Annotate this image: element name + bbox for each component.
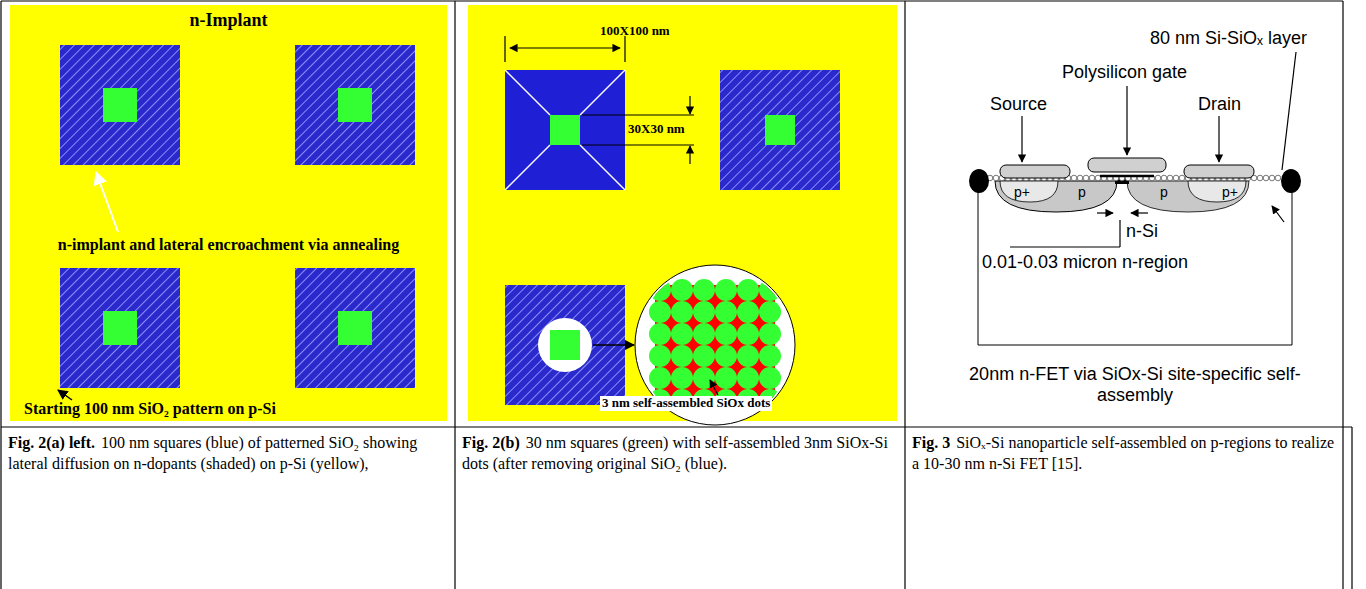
dimension-label: 0.01-0.03 micron n-region [982,252,1188,273]
dimension-label: 30X30 nm [628,122,685,137]
part-label: Polysilicon gate [1062,62,1187,83]
part-label: Drain [1198,94,1241,115]
annotation: Starting 100 nm SiO₂ pattern on p-Si [24,400,276,418]
caption-cell: Fig. 2(b)30 nm squares (green) with self… [462,433,898,475]
caption-cell: Fig. 3SiOₓ-Si nanoparticle self-assemble… [912,433,1336,475]
part-label: Source [990,94,1047,115]
layer-label: 80 nm Si-SiOₓ layer [1150,28,1307,49]
region-label: n-Si [1126,221,1158,242]
dimension-label: 100X100 nm [600,24,670,39]
doping-label: p+ [1014,184,1030,200]
doping-label: p [1160,184,1168,200]
panel-heading: n-Implant [20,10,437,31]
doping-label: p+ [1222,184,1238,200]
annotation: 3 nm self-assembled SiOx dots [600,396,772,411]
caption-cell: Fig. 2(a) left.100 nm squares (blue) of … [8,433,448,475]
figure-number: Fig. 2(b) [462,434,520,451]
doping-label: p [1078,184,1086,200]
caption-text: SiOₓ-Si nanoparticle self-assembled on p… [912,434,1334,472]
panel-self-assembly [468,5,897,425]
figure-number: Fig. 2(a) left. [8,434,95,451]
fet-cross-section [969,52,1301,345]
caption-text: 30 nm squares (green) with self-assemble… [462,434,888,472]
annotation: n-implant and lateral encroachment via a… [14,236,443,254]
panel-implant [10,5,447,421]
figure-title: 20nm n-FET via SiOx-Si site-specific sel… [955,364,1315,405]
figure-number: Fig. 3 [912,434,950,451]
